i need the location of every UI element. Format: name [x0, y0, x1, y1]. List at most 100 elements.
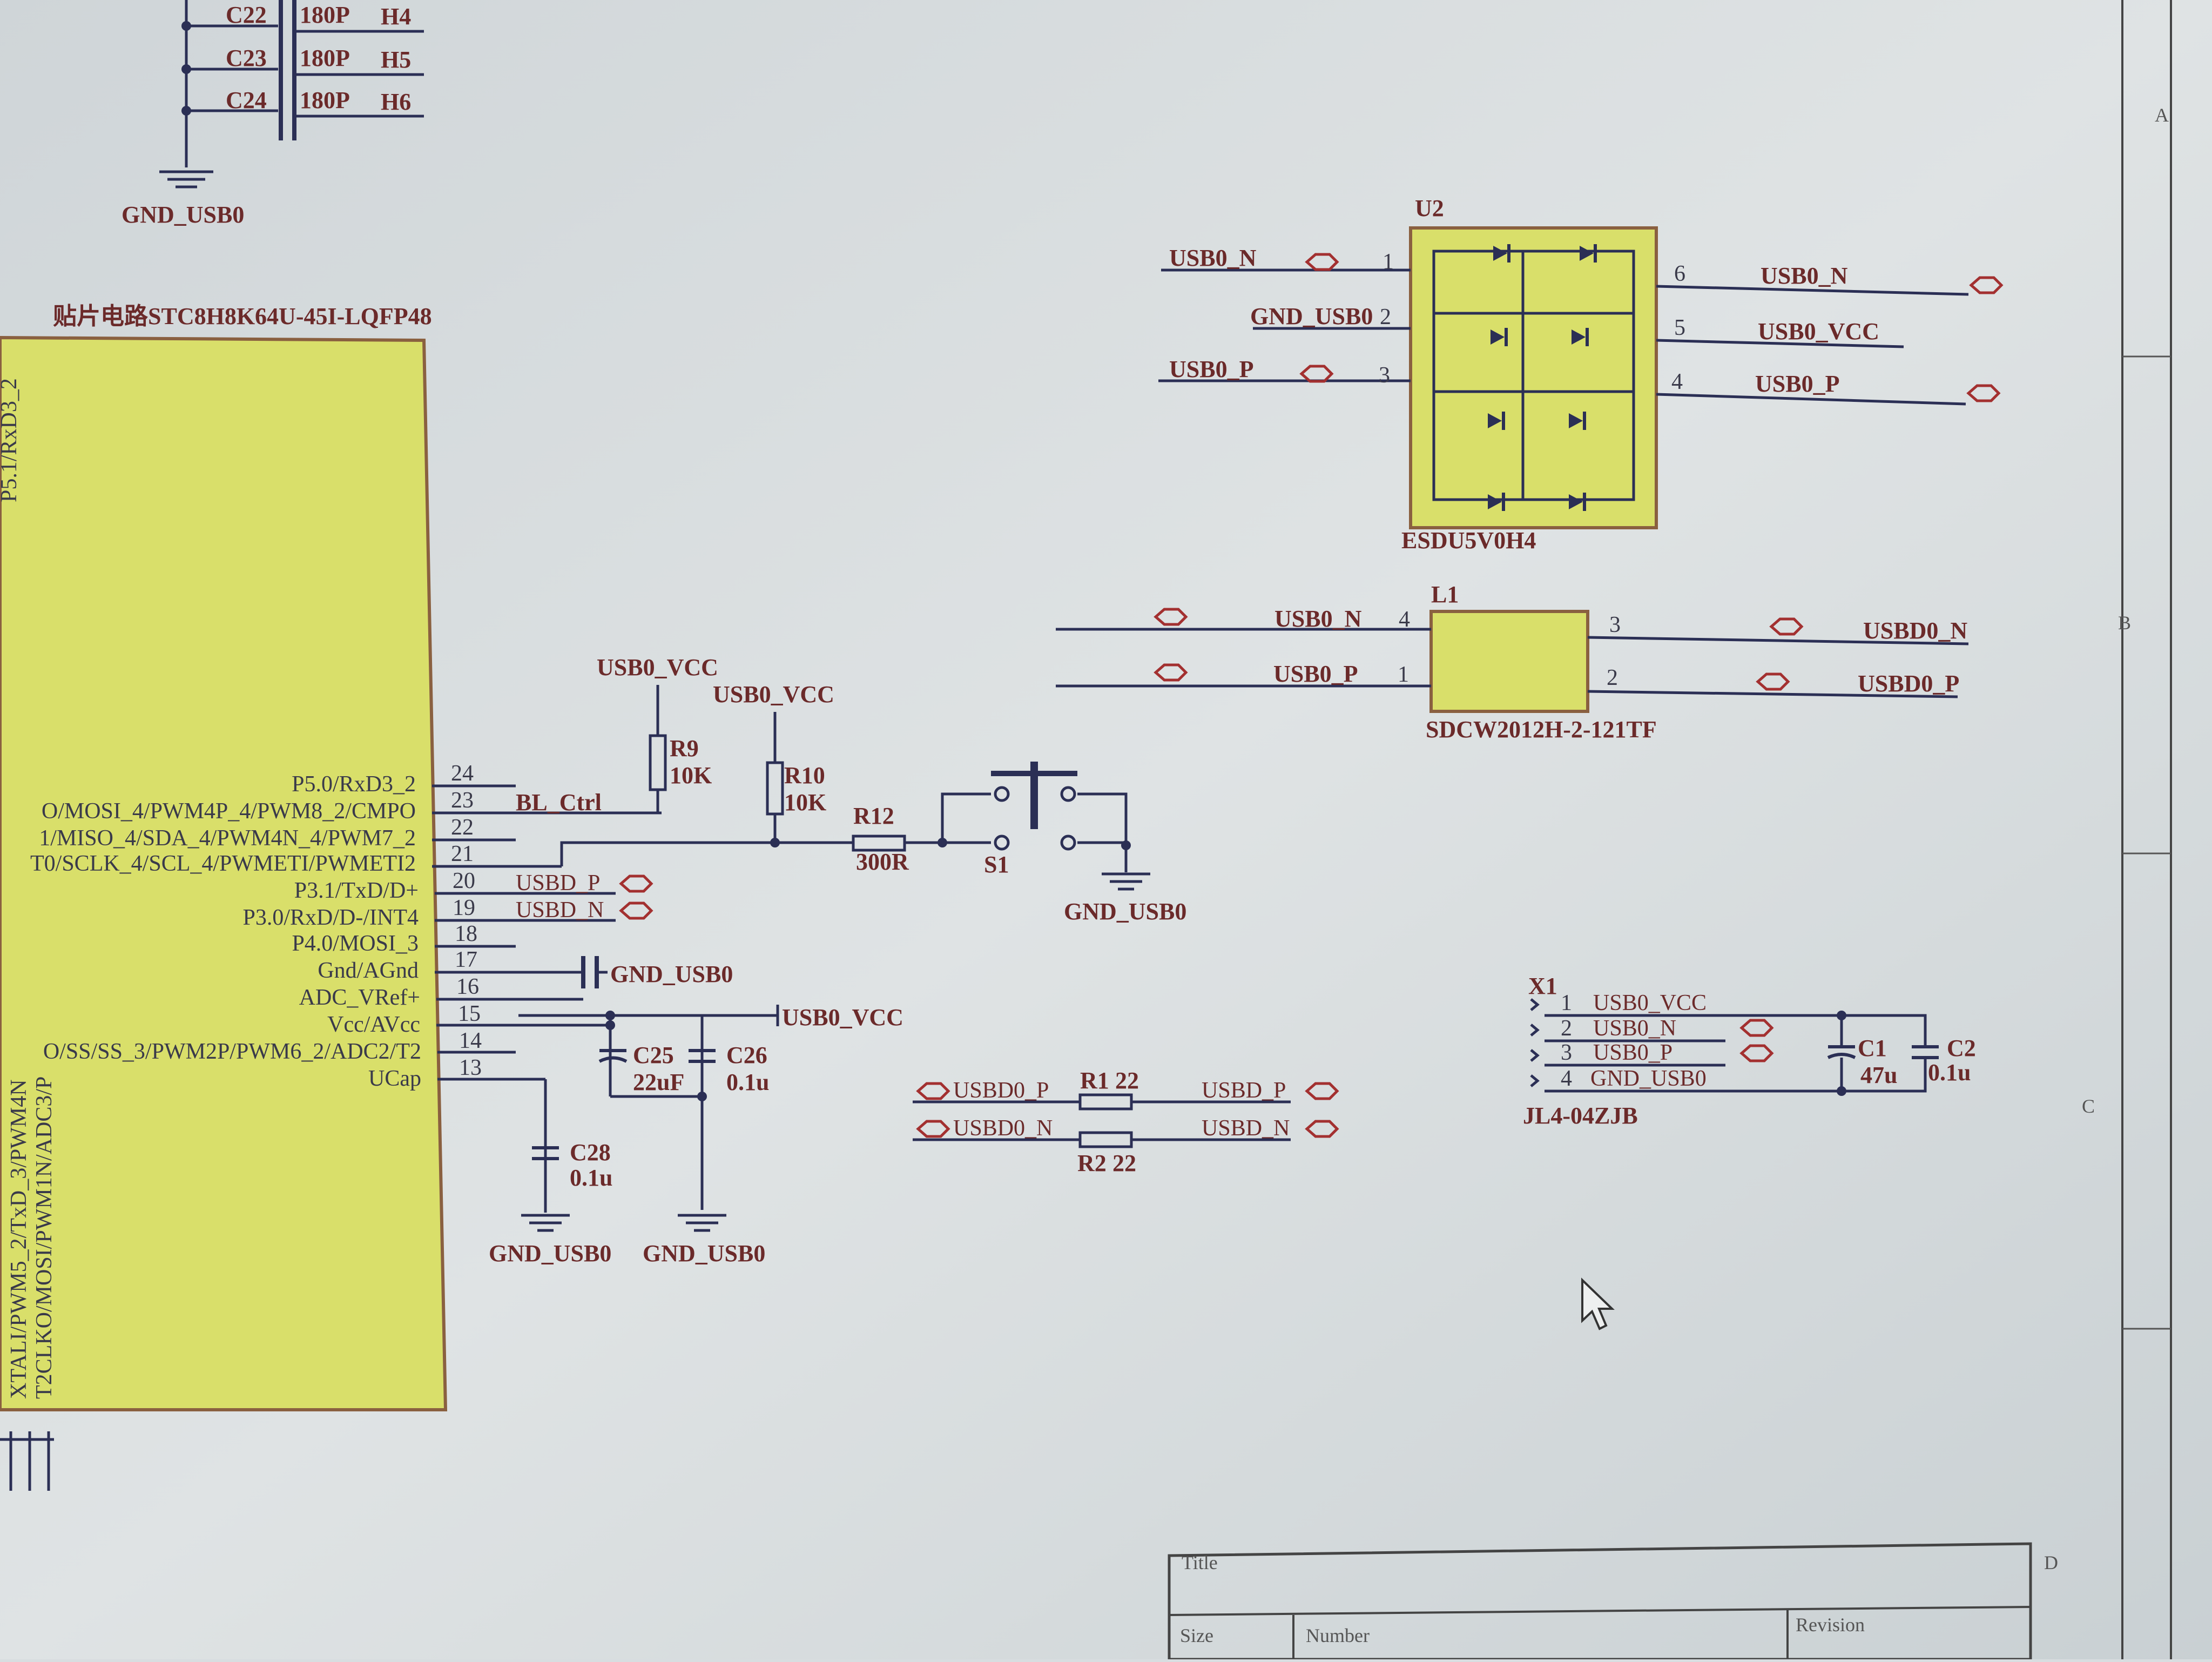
mcu-pin-18: P4.0/MOSI_3 18 [292, 921, 516, 956]
sheet-frame: A B C D [2044, 0, 2172, 1659]
c25-ref: C25 [633, 1042, 674, 1068]
mcu-bottom-label-2: T2CLKO/MOSI/PWM1N/ADC3/P [32, 1076, 57, 1399]
zone-d-label: D [2044, 1552, 2058, 1573]
l1-common-mode-choke[interactable]: L1 SDCW2012H-2-121TF USB0_N 4 USB0_P 1 3… [1056, 581, 1969, 743]
mcu-pins: P5.0/RxD3_2 24 O/MOSI_4/PWM4P_4/PWM8_2/C… [30, 761, 662, 1091]
x1-pin1-net: USB0_VCC [1593, 991, 1707, 1015]
svg-text:1/MISO_4/SDA_4/PWM4N_4/PWM7_2: 1/MISO_4/SDA_4/PWM4N_4/PWM7_2 [39, 826, 416, 851]
mcu-title: 贴片电路STC8H8K64U-45I-LQFP48 [53, 303, 432, 329]
l1-pin1-net: USB0_P [1273, 661, 1358, 687]
c28-ref: C28 [570, 1139, 611, 1166]
u2-pin2-net: GND_USB0 [1250, 303, 1373, 329]
c24-value: 180P [300, 87, 350, 113]
c25-value: 22uF [633, 1069, 684, 1095]
l1-pin3-num: 3 [1609, 613, 1621, 637]
svg-text:21: 21 [451, 842, 474, 866]
svg-text:Vcc/AVcc: Vcc/AVcc [327, 1012, 420, 1037]
c2-ref: C2 [1947, 1035, 1976, 1061]
x1-pin4-num: 4 [1561, 1066, 1572, 1091]
s1-switch[interactable]: S1 [941, 762, 1131, 878]
mcu-pin-22: 1/MISO_4/SDA_4/PWM4N_4/PWM7_2 22 [39, 815, 516, 851]
l1-pin3-net: USBD0_N [1863, 617, 1967, 644]
u2-ref: U2 [1415, 195, 1444, 221]
usbd-p-out-label: USBD_P [1202, 1078, 1286, 1103]
mouse-cursor-icon [1581, 1277, 1615, 1330]
series-resistors[interactable]: USBD0_P USBD0_N R1 22 R2 22 USBD_P USBD_… [913, 1067, 1337, 1176]
svg-text:O/MOSI_4/PWM4P_4/PWM8_2/CMPO: O/MOSI_4/PWM4P_4/PWM8_2/CMPO [42, 799, 416, 824]
button-pullup-circuit[interactable]: USB0_VCC USB0_VCC R9 10K BL_Ctrl R10 10K… [516, 654, 1186, 925]
u2-pin6-net: USB0_N [1761, 263, 1848, 289]
ground-symbol [159, 170, 213, 189]
mcu-pin-15: Vcc/AVcc 15 [327, 1001, 610, 1037]
mcu-pin-20: P3.1/TxD/D+ 20 [294, 869, 616, 903]
gnd-pin17-label: GND_USB0 [610, 961, 733, 987]
zone-c-label: C [2082, 1095, 2095, 1117]
svg-text:USBD_P: USBD_P [516, 871, 600, 896]
r12-value: 300R [856, 849, 909, 875]
svg-text:O/SS/SS_3/PWM2P/PWM6_2/ADC2/T2: O/SS/SS_3/PWM2P/PWM6_2/ADC2/T2 [43, 1039, 421, 1064]
l1-pin4-num: 4 [1399, 607, 1410, 632]
x1-usb-connector[interactable]: X1 1 USB0_VCC 2 USB0_N 3 USB0_P 4 GND_US… [1523, 973, 1976, 1129]
svg-text:14: 14 [459, 1028, 482, 1053]
c28-gnd-label: GND_USB0 [489, 1240, 611, 1267]
revision-field-label: Revision [1796, 1614, 1865, 1636]
u2-pin1-net: USB0_N [1169, 245, 1257, 271]
c22-ref: C22 [226, 2, 267, 28]
c23-net: H5 [381, 46, 411, 73]
r12-ref: R12 [853, 803, 894, 829]
mcu-pin-17: Gnd/AGnd 17 [318, 947, 583, 983]
r9-ref: R9 [670, 735, 699, 762]
l1-part: SDCW2012H-2-121TF [1426, 716, 1657, 743]
svg-text:T0/SCLK_4/SCL_4/PWMETI/PWMETI2: T0/SCLK_4/SCL_4/PWMETI/PWMETI2 [30, 851, 416, 876]
vcc-net-label: USB0_VCC [782, 1004, 903, 1031]
c26-ref: C26 [726, 1042, 767, 1068]
u2-esd-protection[interactable]: U2 ESDU5V0H4 USB0_N 1 GND_USB0 2 USB0_P [1158, 195, 2001, 554]
svg-text:P5.0/RxD3_2: P5.0/RxD3_2 [292, 772, 416, 797]
r2-value: 22 [1112, 1150, 1136, 1176]
c1-ref: C1 [1858, 1035, 1887, 1061]
usbd0-n-in-label: USBD0_N [953, 1116, 1053, 1141]
svg-text:24: 24 [451, 761, 474, 786]
r2-ref: R2 [1077, 1150, 1107, 1176]
mcu-pin-14: O/SS/SS_3/PWM2P/PWM6_2/ADC2/T2 14 [43, 1028, 516, 1064]
x1-pin3-num: 3 [1561, 1040, 1572, 1065]
svg-text:17: 17 [455, 947, 477, 972]
mcu-bottom-label-1: XTALI/PWM5_2/TxD_3/PWM4N [6, 1079, 31, 1399]
c22-net: H4 [381, 3, 411, 30]
svg-text:P3.0/RxD/D-/INT4: P3.0/RxD/D-/INT4 [243, 905, 419, 930]
c26-value: 0.1u [726, 1069, 769, 1095]
x1-pin1-num: 1 [1561, 991, 1572, 1015]
r10-vcc-label: USB0_VCC [713, 681, 834, 708]
top-capacitor-group[interactable]: C22 180P H4 C23 180P H5 C24 180P H6 GND_… [122, 0, 424, 228]
r1-ref: R1 [1080, 1067, 1109, 1094]
u2-pin5-net: USB0_VCC [1758, 318, 1879, 345]
l1-pin2-num: 2 [1607, 665, 1618, 690]
usbd-n-port[interactable]: USBD_N [516, 898, 651, 923]
mcu-pin-24: P5.0/RxD3_2 24 [292, 761, 516, 797]
decoupling-capacitors[interactable]: GND_USB0 USB0_VCC C25 22uF C26 0.1u C28 … [489, 956, 903, 1267]
mcu-block[interactable]: 贴片电路STC8H8K64U-45I-LQFP48 P5.1/RxD3_2 XT… [0, 303, 448, 1491]
l1-pin4-net: USB0_N [1274, 605, 1362, 632]
u2-pin3-num: 3 [1379, 363, 1390, 388]
u2-part: ESDU5V0H4 [1401, 527, 1536, 554]
x1-ref: X1 [1528, 973, 1557, 999]
mcu-pin-13: UCap 13 [368, 1055, 545, 1091]
mcu-pin-19: P3.0/RxD/D-/INT4 19 [243, 896, 616, 930]
svg-text:P3.1/TxD/D+: P3.1/TxD/D+ [294, 878, 419, 903]
u2-pin4-net: USB0_P [1755, 371, 1839, 397]
gnd-top-label: GND_USB0 [122, 201, 244, 228]
u2-pin5-num: 5 [1674, 315, 1685, 340]
svg-text:13: 13 [459, 1055, 482, 1080]
u2-pin6-num: 6 [1674, 261, 1685, 286]
mcu-pin-21: T0/SCLK_4/SCL_4/PWMETI/PWMETI2 21 [30, 842, 562, 876]
number-field-label: Number [1306, 1625, 1370, 1646]
mcu-pin-16: ADC_VRef+ 16 [299, 974, 583, 1010]
s1-ref: S1 [984, 851, 1009, 878]
s1-gnd-label: GND_USB0 [1064, 898, 1186, 925]
c23-ref: C23 [226, 45, 267, 71]
title-block: Title Size Number Revision [1168, 1542, 2032, 1661]
usbd-p-port[interactable]: USBD_P [516, 871, 651, 896]
l1-pin2-net: USBD0_P [1858, 670, 1959, 697]
